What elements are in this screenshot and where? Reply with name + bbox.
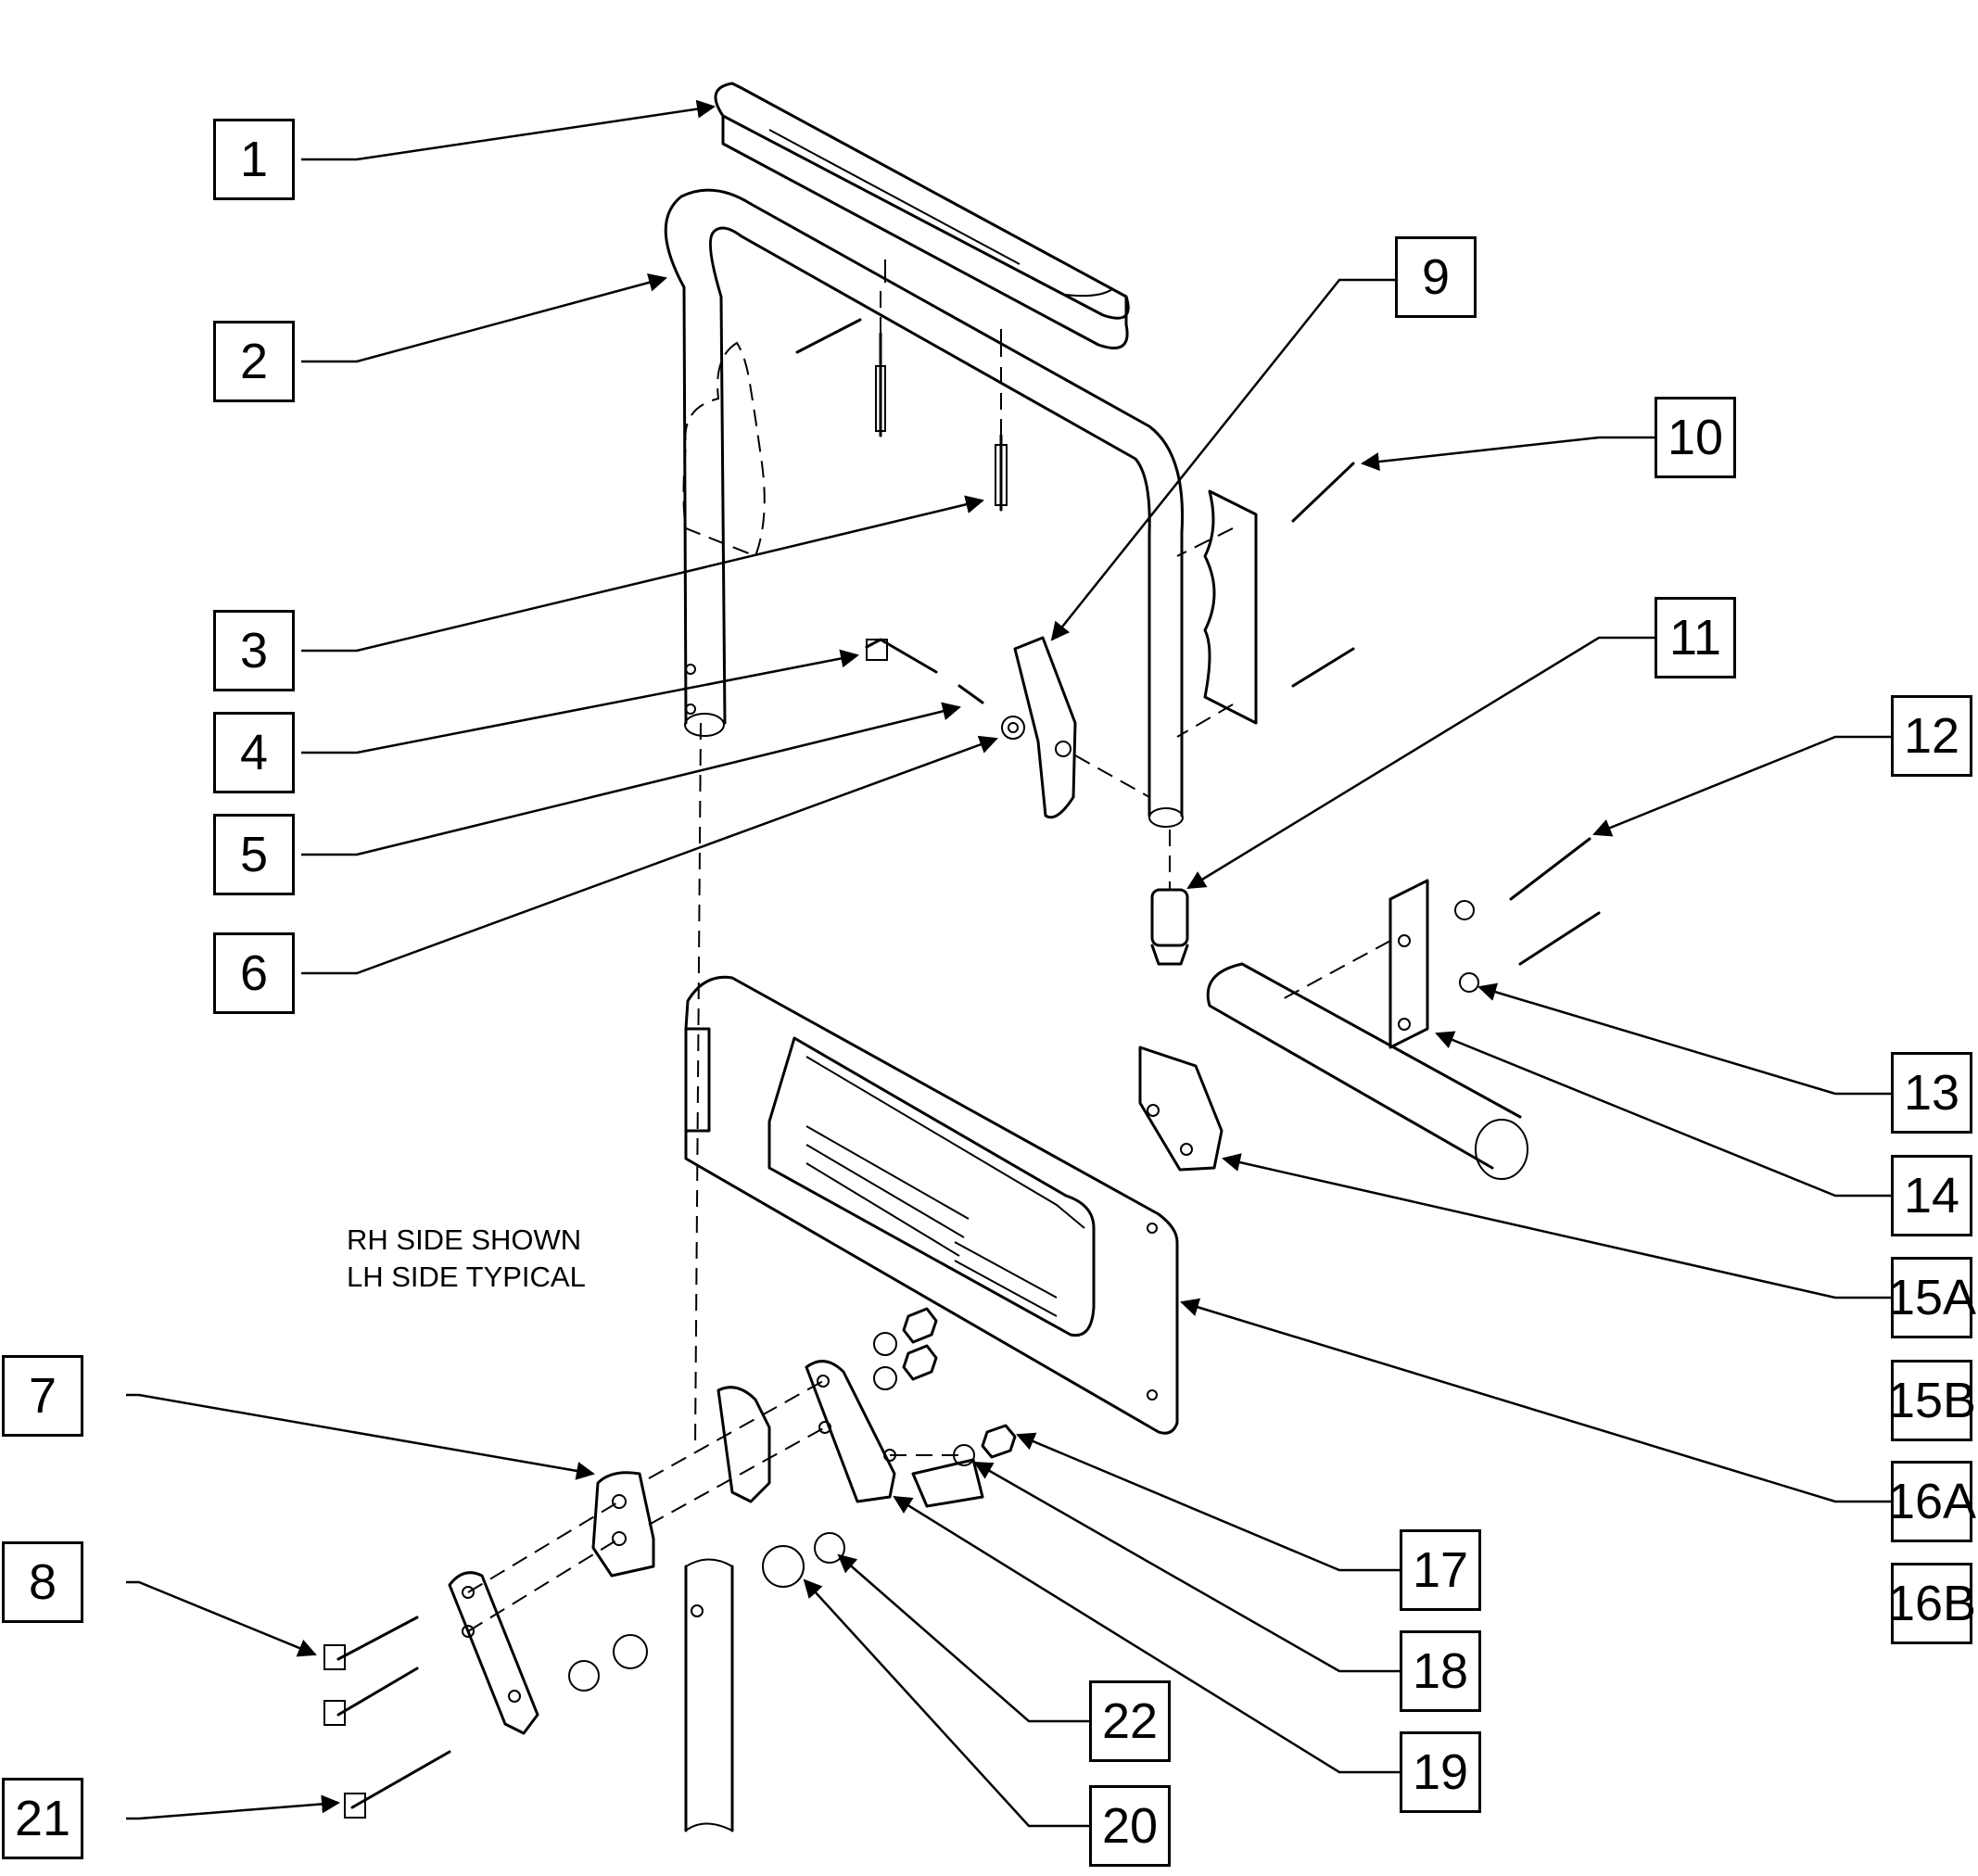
callout-8: 8 xyxy=(2,1541,83,1623)
callout-2: 2 xyxy=(213,321,295,402)
hidden-panel-outline xyxy=(682,341,766,558)
side-note-line-2: LH SIDE TYPICAL xyxy=(347,1261,586,1293)
side-note-line-1: RH SIDE SHOWN xyxy=(347,1223,582,1256)
side-note: RH SIDE SHOWN LH SIDE TYPICAL xyxy=(347,1222,586,1296)
callout-19: 19 xyxy=(1400,1731,1481,1813)
callout-15b: 15B xyxy=(1887,1360,1976,1441)
callout-13: 13 xyxy=(1891,1052,1972,1134)
callout-5: 5 xyxy=(213,814,295,895)
armrest-pad xyxy=(714,82,1130,357)
callout-9: 9 xyxy=(1395,236,1477,318)
callout-6: 6 xyxy=(213,932,295,1014)
frame-tube xyxy=(1206,962,1528,1180)
callout-3: 3 xyxy=(213,610,295,691)
callout-4: 4 xyxy=(213,712,295,793)
receiver-bracket-assembly xyxy=(1278,837,1601,1049)
lever-bolt-assembly xyxy=(865,638,1025,740)
arm-receiver xyxy=(1138,1046,1224,1172)
callout-1: 1 xyxy=(213,119,295,200)
callout-11: 11 xyxy=(1655,597,1736,678)
side-panel xyxy=(684,975,1179,1435)
callout-10: 10 xyxy=(1655,397,1736,478)
callout-20: 20 xyxy=(1089,1785,1171,1867)
callout-15a: 15A xyxy=(1887,1257,1976,1338)
pin-bushing xyxy=(1150,830,1189,966)
callout-12: 12 xyxy=(1891,695,1972,777)
alignment-line xyxy=(694,722,702,1447)
callout-14: 14 xyxy=(1891,1155,1972,1236)
callout-16a: 16A xyxy=(1887,1461,1976,1542)
armrest-tube xyxy=(664,188,1185,828)
callout-16b: 16B xyxy=(1887,1563,1976,1644)
callout-21: 21 xyxy=(2,1778,83,1859)
callout-17: 17 xyxy=(1400,1529,1481,1611)
leader-lines xyxy=(126,99,1891,1828)
armrest-screws xyxy=(795,283,1008,512)
callout-7: 7 xyxy=(2,1355,83,1437)
tube-cover-plate xyxy=(1176,462,1355,738)
callout-22: 22 xyxy=(1089,1680,1171,1762)
lower-clamp-assembly xyxy=(323,1307,1017,1832)
callout-18: 18 xyxy=(1400,1630,1481,1712)
release-lever xyxy=(1013,636,1150,819)
